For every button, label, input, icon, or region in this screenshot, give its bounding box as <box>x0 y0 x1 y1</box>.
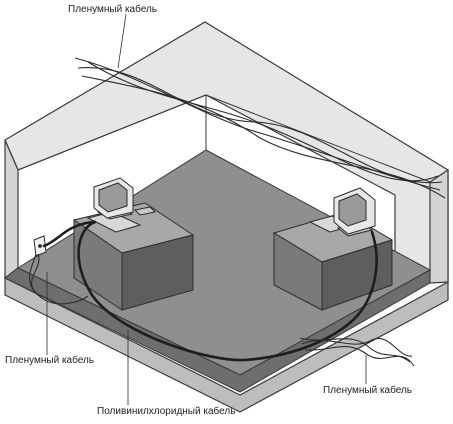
label-plenum-cable-left: Пленумный кабель <box>5 355 94 366</box>
plenum-cable-left <box>29 253 89 305</box>
left-monitor-screen <box>98 182 128 213</box>
label-plenum-cable-top: Пленумный кабель <box>68 4 157 15</box>
left-desk-side <box>121 234 194 311</box>
plenum-cable-bottom <box>299 337 415 367</box>
plenum-ceiling-strand-4 <box>87 61 439 182</box>
wall-outlet <box>33 235 47 257</box>
left-computer <box>86 177 157 233</box>
pvc-cable-left <box>42 220 94 248</box>
plenum-ceiling-strand-3 <box>81 75 446 199</box>
label-plenum-cable-right: Пленумный кабель <box>323 385 412 396</box>
plenum-bottom-strand-3 <box>304 346 415 367</box>
plenum-left-strand-1 <box>29 253 89 305</box>
leader-top <box>117 13 127 69</box>
label-pvc-cable: Поливинилхлоридный кабель <box>97 406 236 417</box>
pvc-cable <box>42 220 378 362</box>
left-mouse <box>133 206 157 216</box>
base-outer <box>4 277 449 413</box>
plenum-left-strand-2 <box>31 253 43 299</box>
right-computer <box>308 187 376 237</box>
left-desk <box>72 202 195 311</box>
plenum-cable-ceiling <box>74 57 446 199</box>
pvc-cable-floor-run <box>77 220 378 362</box>
leader-lines <box>46 13 367 405</box>
right-wall <box>429 168 449 284</box>
room-interior <box>17 94 431 183</box>
plenum-bottom-strand-2 <box>301 337 413 357</box>
back-right-edge <box>205 94 431 183</box>
plenum-ceiling-strand-1 <box>74 57 441 191</box>
floor-front-band <box>4 267 431 393</box>
right-monitor-screen <box>338 193 367 227</box>
wall-outlet-socket <box>38 244 42 248</box>
right-desk-side <box>321 239 393 311</box>
